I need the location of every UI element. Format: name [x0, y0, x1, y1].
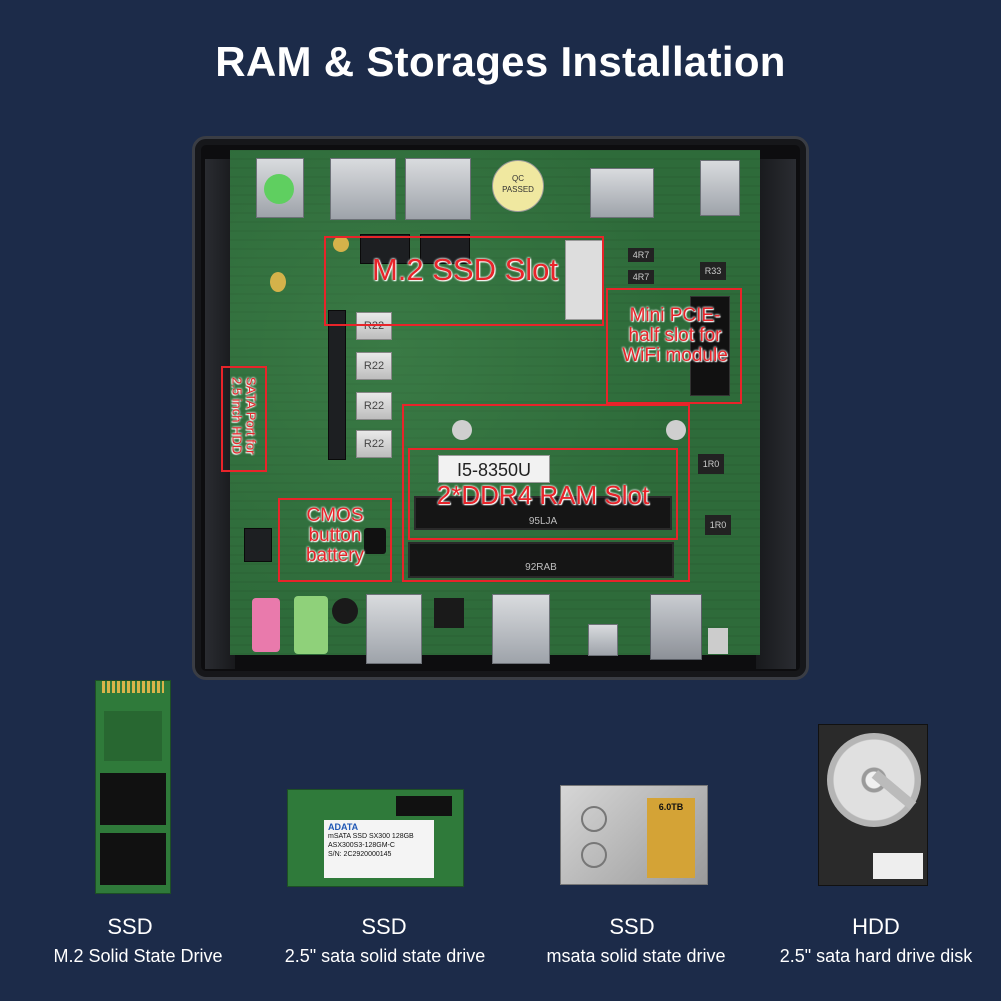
- m2-controller-area: [104, 711, 162, 761]
- usb-port-front-1: [366, 594, 422, 664]
- m2-slot-highlight: [324, 236, 604, 326]
- cmos-label-line3: battery: [305, 544, 365, 566]
- power-chip-2: [420, 234, 470, 264]
- msata-brand: ADATA: [328, 822, 359, 832]
- cmos-highlight: [278, 498, 392, 582]
- green-sticker: [264, 174, 294, 204]
- usb-c-port: [588, 624, 618, 656]
- minipcie-label-line2: half slot for: [628, 324, 722, 346]
- inductor-1: R22: [356, 312, 392, 340]
- ram-slot-top: 95LJA: [414, 496, 672, 530]
- sata-port-label: SATA Port for 2.5 inch HDD: [230, 364, 259, 468]
- hdd-image: [818, 724, 928, 886]
- drive-hole-1: [581, 806, 607, 832]
- cmos-label-line2: button: [308, 524, 362, 546]
- qc-passed-sticker: QC PASSED: [492, 160, 544, 212]
- audio-jack-green: [294, 596, 328, 654]
- inductor-2: R22: [356, 352, 392, 380]
- resistor-r33: R33: [700, 262, 726, 280]
- standoff-2: [270, 272, 286, 292]
- usb-port-front-2: [492, 594, 550, 664]
- sata-ssd-image: 6.0TB: [560, 785, 708, 885]
- product-2-desc: 2.5" sata solid state drive: [284, 946, 486, 966]
- cpu-model-label: I5-8350U: [438, 455, 550, 483]
- qc-text: QC: [512, 174, 524, 183]
- minipcie-highlight: [606, 288, 742, 404]
- resistor-1r0-b: 1R0: [705, 515, 731, 535]
- ram-slot-label: 2*DDR4 RAM Slot: [436, 480, 650, 510]
- msata-line1: mSATA SSD SX300 128GB: [328, 833, 414, 840]
- bios-chip: [244, 528, 272, 562]
- ram-area-highlight: [402, 404, 690, 582]
- product-4-desc: 2.5" sata hard drive disk: [779, 946, 973, 966]
- cmos-battery: [364, 528, 386, 554]
- screw-1: [452, 420, 472, 440]
- minipcie-label-line3: WiFi module: [622, 344, 728, 366]
- ram-slot-bottom-label: 92RAB: [525, 562, 557, 573]
- usb3-port: [650, 594, 702, 660]
- msata-sticker: ADATA mSATA SSD SX300 128GB ASX300S3-128…: [324, 820, 434, 878]
- m2-chip-2: [100, 833, 166, 885]
- resistor-1r0-a: 1R0: [698, 454, 724, 474]
- m2-standoff: [333, 236, 349, 252]
- ethernet-port-1: [330, 158, 396, 220]
- screw-2: [666, 420, 686, 440]
- m2-ssd-image: [95, 680, 171, 894]
- m2-slot-label: M.2 SSD Slot: [371, 252, 559, 287]
- ram-slot-bottom: 92RAB: [408, 542, 674, 578]
- resistor-4r7-b: 4R7: [628, 270, 654, 284]
- rear-port-right: [700, 160, 740, 216]
- product-3-desc: msata solid state drive: [546, 946, 726, 966]
- msata-ssd-image: ADATA mSATA SSD SX300 128GB ASX300S3-128…: [287, 789, 464, 887]
- cmos-label-line1: CMOS: [306, 505, 364, 526]
- minipcie-connector: [690, 296, 730, 396]
- ram-slot-highlight: [408, 448, 678, 540]
- resistor-4r7-a: 4R7: [628, 248, 654, 262]
- inductor-4: R22: [356, 430, 392, 458]
- product-3-type: SSD: [609, 914, 655, 939]
- minipcie-label-line1: Mini PCIE-: [629, 305, 721, 326]
- drive-label: 6.0TB: [647, 798, 695, 878]
- msata-line3: S/N: 2C2920000145: [328, 851, 392, 858]
- buzzer: [332, 598, 358, 624]
- minipcie-label: Mini PCIE- half slot for WiFi module: [610, 306, 740, 366]
- inductor-3: R22: [356, 392, 392, 420]
- power-button: [708, 628, 728, 654]
- sata-label-line1: SATA Port for: [243, 376, 259, 455]
- product-2-type: SSD: [361, 914, 407, 939]
- sata-port-highlight: [221, 366, 267, 472]
- msata-chip: [396, 796, 452, 816]
- audio-jack-pink: [252, 598, 280, 652]
- drive-hole-2: [581, 842, 607, 868]
- drive-capacity: 6.0TB: [658, 802, 684, 812]
- product-4-type: HDD: [852, 914, 900, 939]
- pin-header: [434, 598, 464, 628]
- product-1-type: SSD: [107, 914, 153, 939]
- cmos-label: CMOS button battery: [280, 506, 390, 566]
- mosfet-column: [328, 310, 346, 460]
- ram-slot-top-label: 95LJA: [528, 516, 558, 527]
- qc-passed-text: PASSED: [502, 185, 534, 194]
- ethernet-port-2: [405, 158, 471, 220]
- m2-chip-1: [100, 773, 166, 825]
- hdmi-port: [590, 168, 654, 218]
- product-1-desc: M.2 Solid State Drive: [53, 946, 223, 966]
- hdd-label: [873, 853, 923, 879]
- page-title: RAM & Storages Installation: [215, 38, 786, 85]
- sata-label-line2: 2.5 inch HDD: [230, 376, 245, 455]
- msata-line2: ASX300S3-128GM-C: [328, 842, 395, 849]
- m2-gold-connector: [102, 681, 164, 693]
- case-inner-wall-right: [756, 159, 796, 669]
- power-chip-1: [360, 234, 410, 264]
